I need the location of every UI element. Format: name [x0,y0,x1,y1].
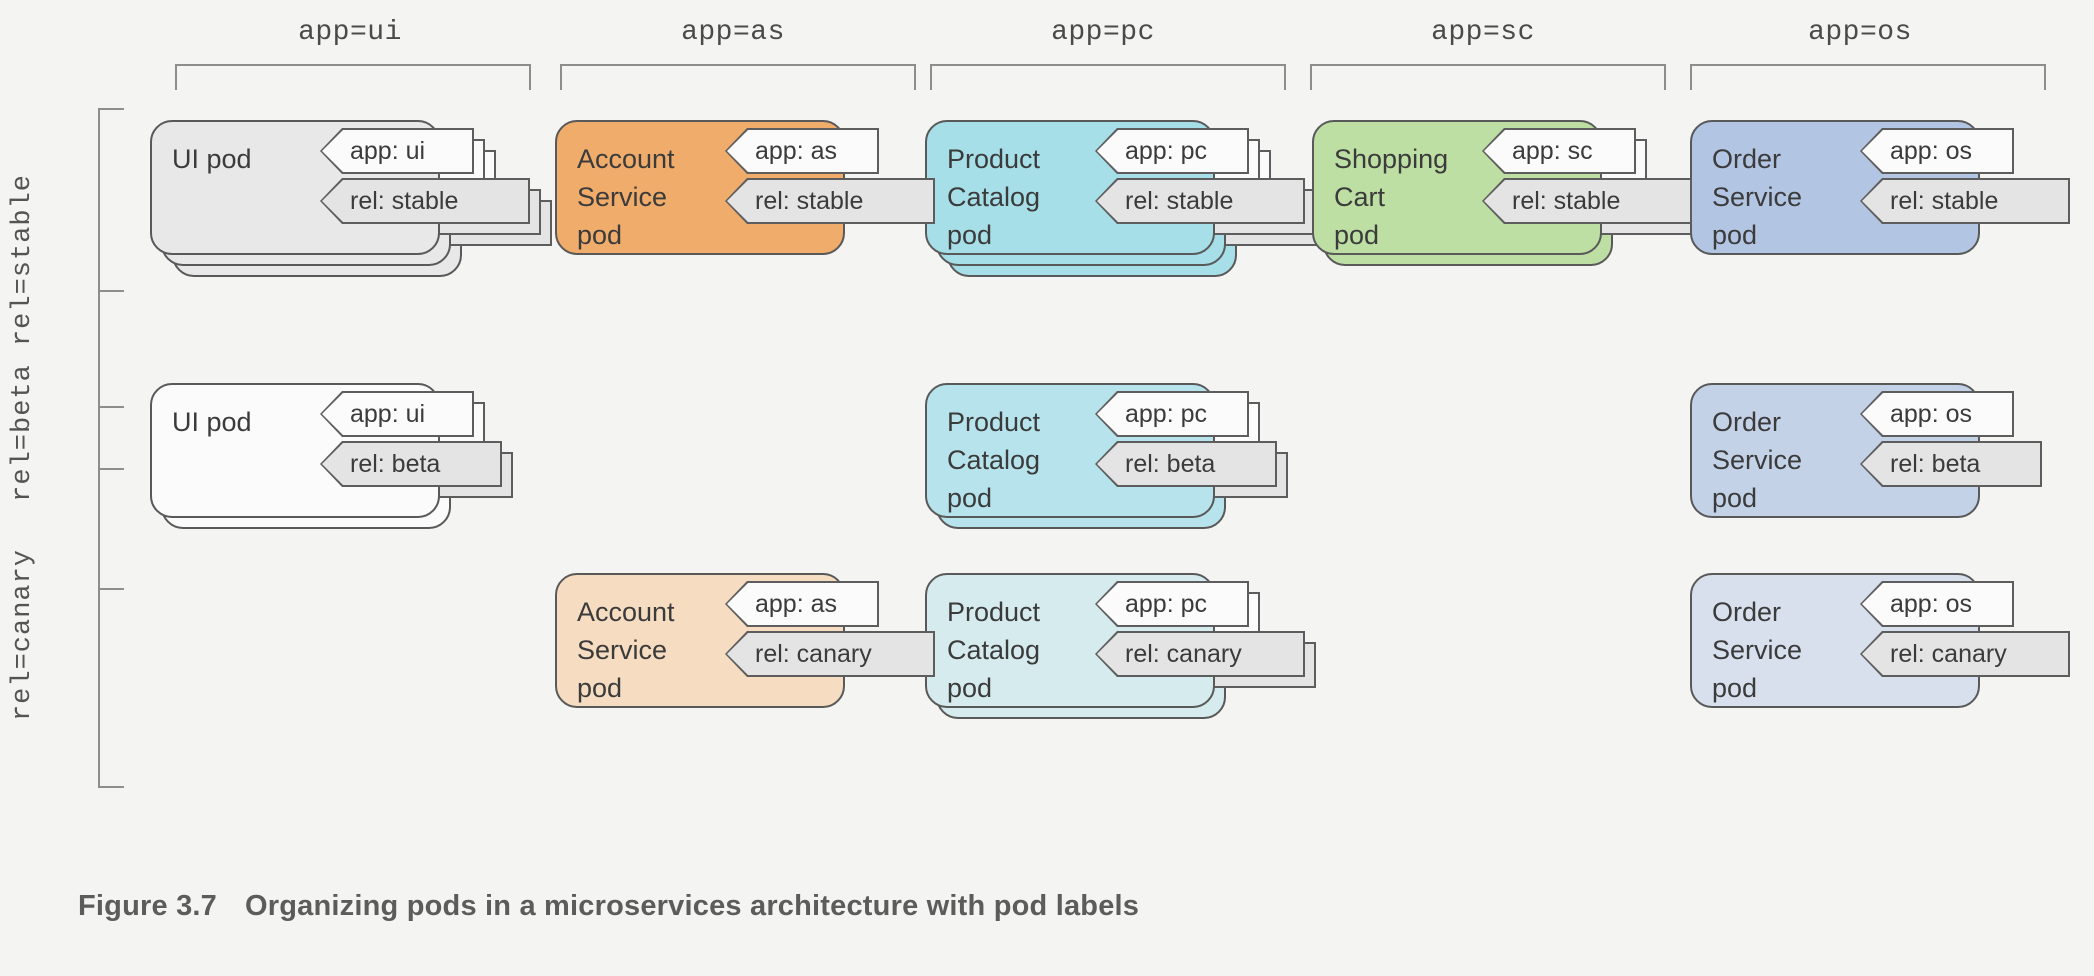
column-bracket-sc [1310,64,1666,90]
pod-label-rel-os-stable[interactable]: rel: stable [1860,178,2070,224]
pod-label-text: rel: stable [1097,180,1303,222]
pod-title-as-stable: Account Service pod [577,144,675,250]
column-bracket-os [1690,64,2046,90]
figure-number: Figure 3.7 [78,890,217,922]
pod-label-text: rel: stable [727,180,933,222]
pod-title-pc-canary: Product Catalog pod [947,597,1041,703]
pod-title-sc-stable: Shopping Cart pod [1334,144,1449,250]
pod-group-pc-canary: Product Catalog pod app: pc rel: canary [925,573,1316,768]
pod-label-text: app: sc [1484,130,1634,172]
pod-label-rel-ui-stable[interactable]: rel: stable [320,178,530,224]
pod-title-as-canary: Account Service pod [577,597,675,703]
pod-label-text: rel: canary [727,633,933,675]
row-label-text: rel=canary [8,548,38,722]
pod-label-app-pc-beta[interactable]: app: pc [1095,391,1249,437]
pod-label-text: rel: stable [1484,180,1690,222]
pod-group-as-canary: Account Service pod app: as rel: canary [555,573,935,768]
pod-label-text: app: pc [1097,393,1247,435]
pod-label-text: app: as [727,583,877,625]
pod-title-ui-stable: UI pod [172,144,252,174]
pod-label-rel-sc-stable[interactable]: rel: stable [1482,178,1692,224]
pod-label-text: rel: beta [322,443,500,485]
pod-title-os-beta: Order Service pod [1712,407,1803,513]
pod-title-os-stable: Order Service pod [1712,144,1803,250]
pod-label-text: app: os [1862,393,2012,435]
pod-label-text: rel: stable [1862,180,2068,222]
pod-label-text: app: ui [322,393,472,435]
pod-group-sc-stable: Shopping Cart pod app: sc rel: stable [1312,120,1703,315]
pod-label-rel-os-canary[interactable]: rel: canary [1860,631,2070,677]
pod-label-text: rel: stable [322,180,528,222]
pod-label-app-os-canary[interactable]: app: os [1860,581,2014,627]
column-header-as: app=as [681,17,785,48]
pod-label-text: rel: canary [1097,633,1303,675]
pod-label-text: app: ui [322,130,472,172]
pod-label-text: rel: canary [1862,633,2068,675]
column-bracket-pc [930,64,1286,90]
column-bracket-as [560,64,916,90]
pod-label-app-pc-stable[interactable]: app: pc [1095,128,1249,174]
column-header-pc: app=pc [1051,17,1155,48]
pod-label-rel-pc-stable[interactable]: rel: stable [1095,178,1305,224]
row-bracket-canary [98,468,124,788]
pod-label-text: app: pc [1097,130,1247,172]
pod-label-rel-as-canary[interactable]: rel: canary [725,631,935,677]
pod-label-rel-os-beta[interactable]: rel: beta [1860,441,2042,487]
pod-label-text: app: os [1862,583,2012,625]
column-header-os: app=os [1808,17,1912,48]
pod-label-rel-ui-beta[interactable]: rel: beta [320,441,502,487]
pod-label-app-as-stable[interactable]: app: as [725,128,879,174]
column-header-ui: app=ui [298,17,402,48]
pod-label-text: app: pc [1097,583,1247,625]
pod-label-app-ui-stable[interactable]: app: ui [320,128,474,174]
pod-label-rel-pc-beta[interactable]: rel: beta [1095,441,1277,487]
pod-group-as-stable: Account Service pod app: as rel: stable [555,120,935,315]
figure-caption: Figure 3.7 Organizing pods in a microserv… [78,890,1139,923]
pod-group-os-canary: Order Service pod app: os rel: canary [1690,573,2070,768]
pod-title-pc-stable: Product Catalog pod [947,144,1041,250]
pod-title-os-canary: Order Service pod [1712,597,1803,703]
figure-caption-text: Organizing pods in a microservices archi… [245,890,1140,922]
pod-label-text: rel: beta [1862,443,2040,485]
row-label-canary: rel=canary [0,460,46,810]
pod-label-text: app: as [727,130,877,172]
pod-label-app-os-beta[interactable]: app: os [1860,391,2014,437]
pod-group-pc-stable: Product Catalog pod app: pc rel: stable [925,120,1327,315]
pod-label-app-pc-canary[interactable]: app: pc [1095,581,1249,627]
row-bracket-stable [98,108,124,408]
pod-group-os-beta: Order Service pod app: os rel: beta [1690,383,2060,578]
pod-group-ui-beta: UI pod app: ui rel: beta [150,383,520,578]
pod-label-app-ui-beta[interactable]: app: ui [320,391,474,437]
pod-label-app-sc-stable[interactable]: app: sc [1482,128,1636,174]
pod-group-pc-beta: Product Catalog pod app: pc rel: beta [925,383,1295,578]
pod-group-os-stable: Order Service pod app: os rel: stable [1690,120,2070,315]
pod-label-rel-as-stable[interactable]: rel: stable [725,178,935,224]
column-bracket-ui [175,64,531,90]
pod-group-ui-stable: UI pod app: ui rel: stable [150,120,552,315]
column-header-sc: app=sc [1431,17,1535,48]
row-bracket-beta [98,290,124,590]
pod-label-text: app: os [1862,130,2012,172]
pod-title-pc-beta: Product Catalog pod [947,407,1041,513]
pod-label-rel-pc-canary[interactable]: rel: canary [1095,631,1305,677]
pod-label-app-os-stable[interactable]: app: os [1860,128,2014,174]
pod-title-ui-beta: UI pod [172,407,252,437]
pod-label-text: rel: beta [1097,443,1275,485]
pod-label-app-as-canary[interactable]: app: as [725,581,879,627]
